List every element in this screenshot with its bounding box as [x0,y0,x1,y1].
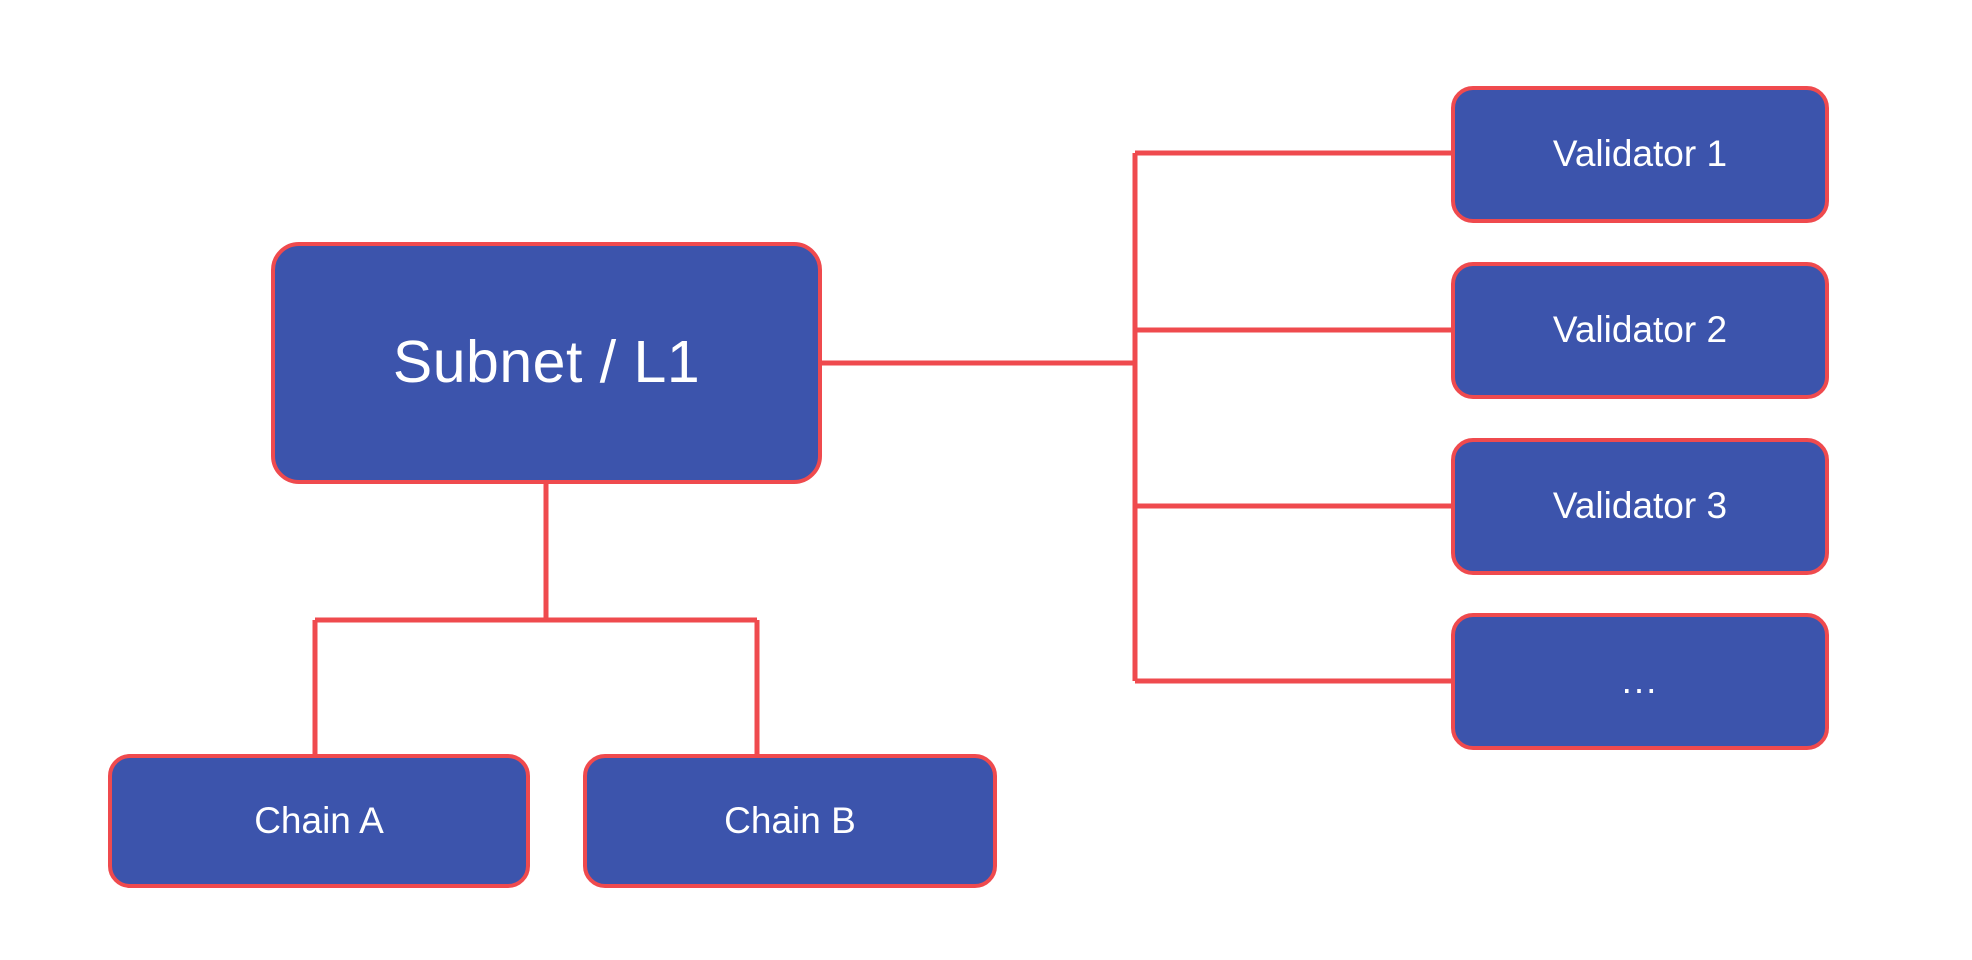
node-chain-b[interactable]: Chain B [583,754,997,888]
node-validator-more[interactable]: ... [1451,613,1829,750]
node-validator-2-label: Validator 2 [1552,309,1728,351]
node-chain-a[interactable]: Chain A [108,754,530,888]
node-validator-3[interactable]: Validator 3 [1451,438,1829,575]
node-validator-1-label: Validator 1 [1552,133,1728,175]
node-chain-b-label: Chain B [724,799,856,841]
node-validator-more-label: ... [1621,660,1659,702]
node-validator-2[interactable]: Validator 2 [1451,262,1829,399]
node-chain-a-label: Chain A [254,799,384,841]
node-validator-3-label: Validator 3 [1552,485,1728,527]
node-subnet-l1[interactable]: Subnet / L1 [271,242,822,484]
node-validator-1[interactable]: Validator 1 [1451,86,1829,223]
node-subnet-l1-label: Subnet / L1 [392,329,701,396]
